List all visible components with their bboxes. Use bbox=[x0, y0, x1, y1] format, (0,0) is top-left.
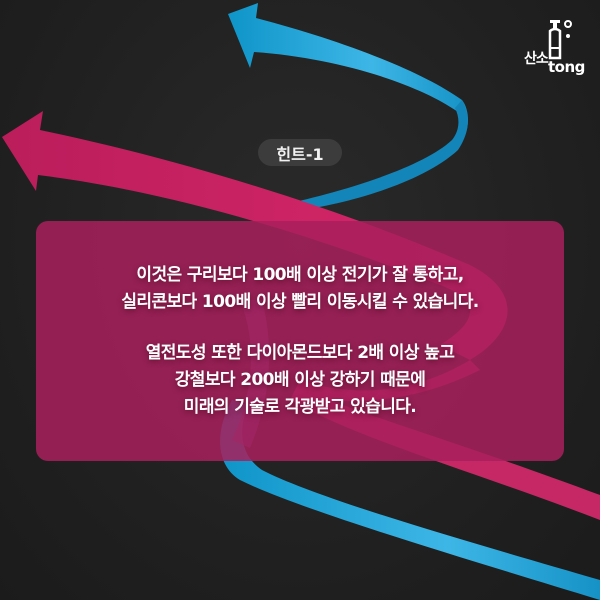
hint-line: 이것은 구리보다 100배 이상 전기가 잘 통하고, bbox=[136, 264, 464, 285]
blue-ribbon-curl bbox=[276, 100, 468, 210]
logo-text-english: tong bbox=[548, 58, 585, 76]
hint-badge: 힌트-1 bbox=[258, 139, 342, 166]
hint-card-text: 이것은 구리보다 100배 이상 전기가 잘 통하고, 실리콘보다 100배 이… bbox=[36, 221, 564, 461]
hint-line: 열전도성 또한 다이아몬드보다 2배 이상 높고 bbox=[145, 342, 455, 363]
hint-paragraph-2: 열전도성 또한 다이아몬드보다 2배 이상 높고 강철보다 200배 이상 강하… bbox=[146, 340, 455, 421]
hint-line: 미래의 기술로 각광받고 있습니다. bbox=[183, 396, 417, 417]
logo-text-korean: 산소 bbox=[524, 51, 549, 67]
pink-ribbon-arrow bbox=[2, 111, 508, 360]
hint-paragraph-1: 이것은 구리보다 100배 이상 전기가 잘 통하고, 실리콘보다 100배 이… bbox=[121, 262, 479, 316]
oxygen-tank-icon bbox=[548, 20, 572, 60]
hint-line: 실리콘보다 100배 이상 빨리 이동시킬 수 있습니다. bbox=[121, 291, 479, 312]
santong-logo: 산소 tong bbox=[520, 14, 592, 76]
blue-ribbon-lower bbox=[220, 400, 600, 600]
hint-card-panel bbox=[36, 221, 564, 461]
hint-line: 강철보다 200배 이상 강하기 때문에 bbox=[174, 369, 426, 390]
blue-ribbon-upper bbox=[228, 3, 468, 140]
